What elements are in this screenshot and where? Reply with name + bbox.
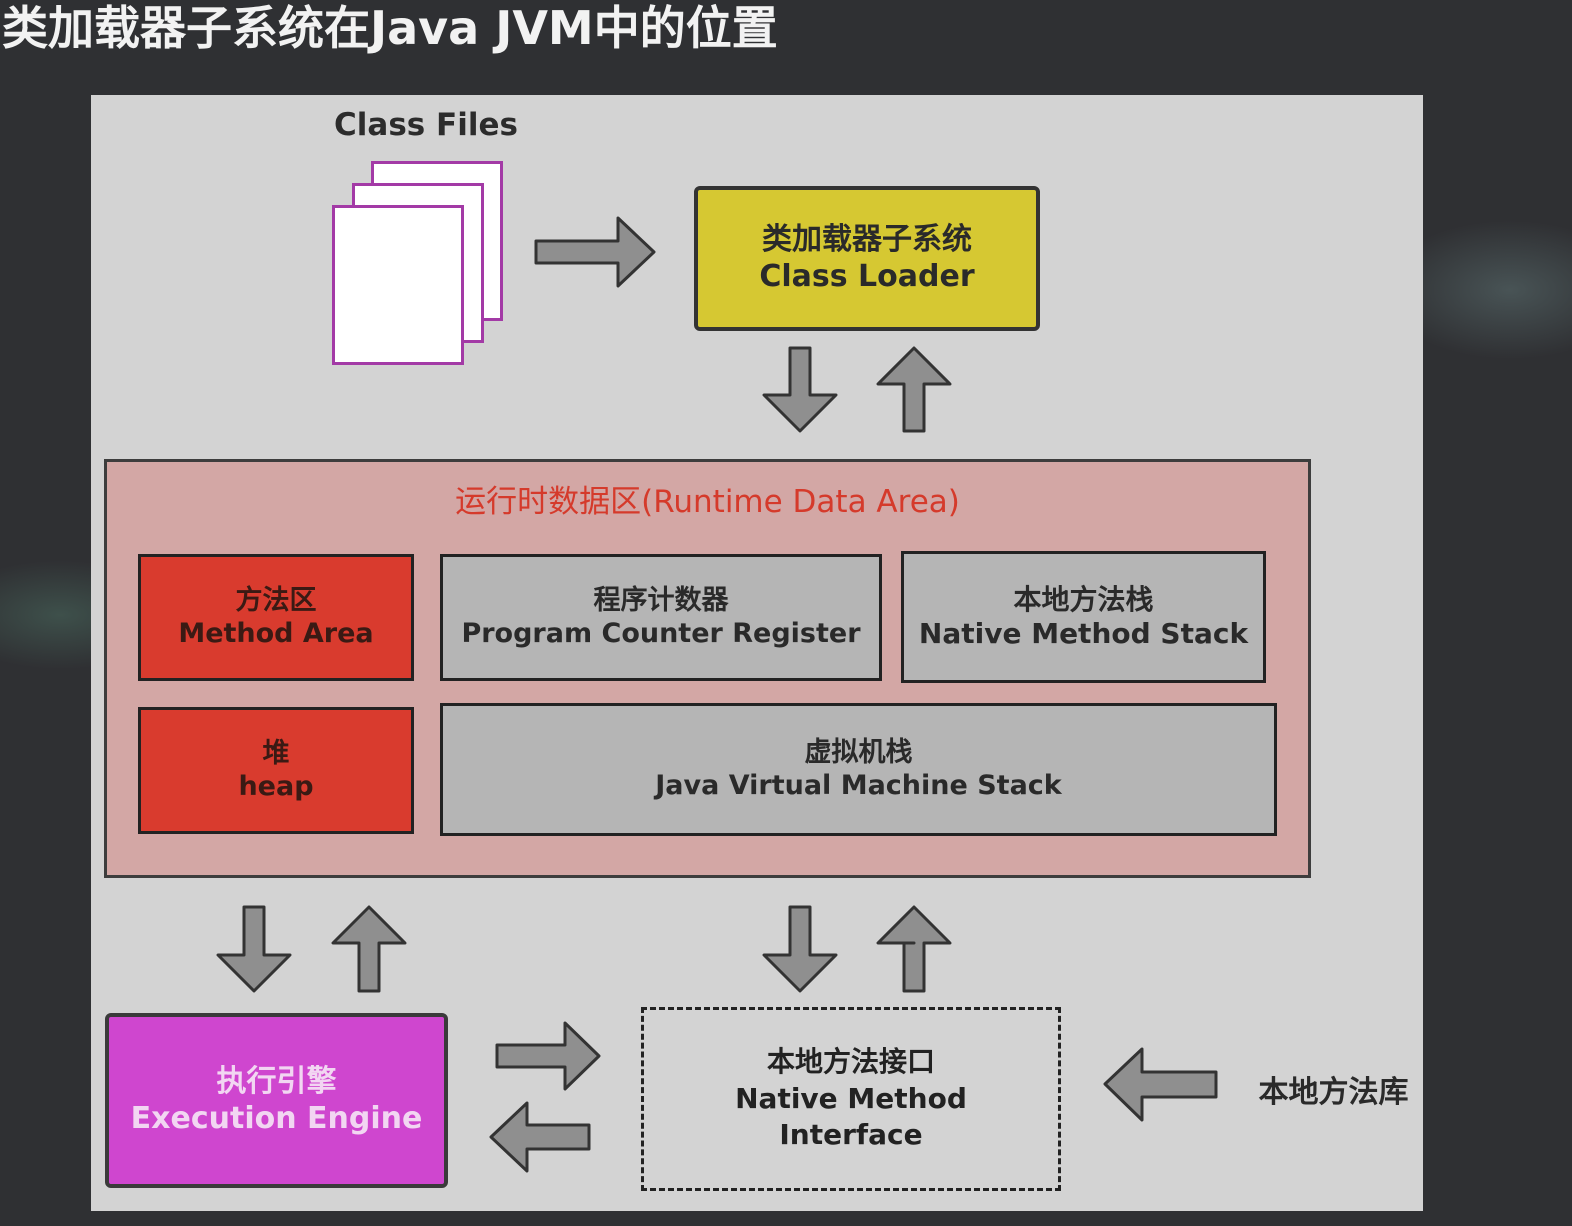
program-counter-en: Program Counter Register <box>461 617 861 649</box>
method-area-en: Method Area <box>178 617 374 649</box>
class-file-page-1 <box>332 205 464 365</box>
native-method-interface-en-2: Interface <box>779 1118 923 1152</box>
execution-engine-box: 执行引擎 Execution Engine <box>105 1013 448 1188</box>
arrow-up-runtime-to-loader <box>876 346 952 433</box>
arrow-down-runtime-to-interface <box>762 905 838 993</box>
execution-engine-en: Execution Engine <box>130 1100 423 1136</box>
class-files-label: Class Files <box>334 107 518 143</box>
class-loader-box: 类加载器子系统 Class Loader <box>694 186 1040 331</box>
execution-engine-zh: 执行引擎 <box>216 1063 337 1099</box>
arrow-up-engine-to-runtime <box>331 905 407 993</box>
native-method-interface-zh: 本地方法接口 <box>766 1044 935 1078</box>
jvm-diagram: Class Files 类加载器子系统 Class Loader 运行时数据区(… <box>91 95 1423 1211</box>
jvm-stack-zh: 虚拟机栈 <box>804 736 913 768</box>
arrow-right-engine-to-interface <box>495 1021 601 1091</box>
arrows-layer <box>216 216 1218 1173</box>
native-method-stack-zh: 本地方法栈 <box>1013 582 1154 616</box>
program-counter-zh: 程序计数器 <box>593 584 729 616</box>
arrow-left-interface-to-engine <box>489 1101 591 1173</box>
class-loader-en: Class Loader <box>759 258 975 294</box>
arrow-left-library-to-interface <box>1103 1047 1218 1122</box>
method-area-box: 方法区 Method Area <box>138 554 414 681</box>
native-method-stack-en: Native Method Stack <box>918 617 1249 650</box>
heap-box: 堆 heap <box>138 707 414 834</box>
native-method-interface-en-1: Native Method <box>735 1081 967 1115</box>
page-title: 类加载器子系统在Java JVM中的位置 <box>2 1 778 55</box>
native-method-interface-box: 本地方法接口 Native Method Interface <box>641 1007 1061 1191</box>
heap-zh: 堆 <box>262 737 290 769</box>
class-loader-zh: 类加载器子系统 <box>762 221 972 257</box>
native-method-stack-box: 本地方法栈 Native Method Stack <box>901 551 1266 683</box>
runtime-data-area-title: 运行时数据区(Runtime Data Area) <box>455 484 960 520</box>
arrow-up-interface-to-runtime <box>876 905 952 993</box>
arrow-down-runtime-to-engine <box>216 905 292 993</box>
arrow-right-files-to-loader <box>534 216 656 288</box>
native-library-label: 本地方法库 <box>1258 1075 1409 1110</box>
jvm-stack-en: Java Virtual Machine Stack <box>655 769 1062 801</box>
program-counter-box: 程序计数器 Program Counter Register <box>440 554 882 681</box>
arrow-down-loader-to-runtime <box>762 346 838 433</box>
jvm-stack-box: 虚拟机栈 Java Virtual Machine Stack <box>440 703 1277 836</box>
method-area-zh: 方法区 <box>235 584 317 616</box>
heap-en: heap <box>238 770 314 802</box>
